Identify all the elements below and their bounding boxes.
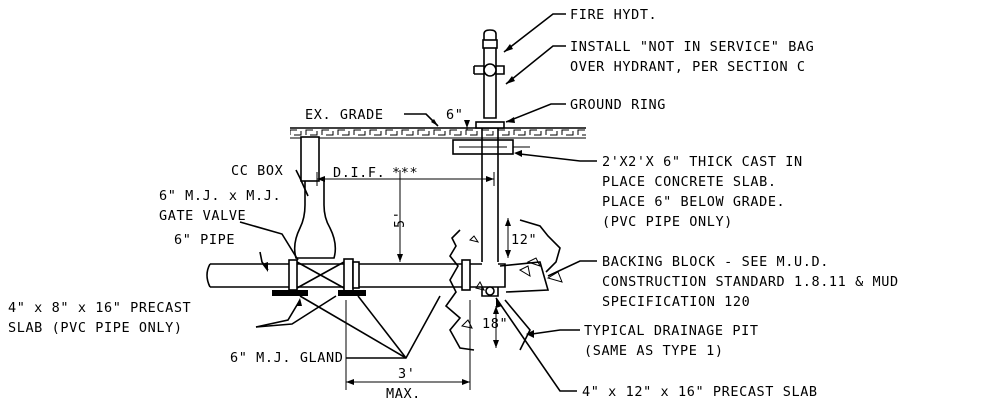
label-eighteen-in: 18" [482,316,508,332]
label-five-ft: 5' [392,211,408,228]
label-fire-hydrant: FIRE HYDT. [570,7,657,23]
precast-slab-left [272,290,366,296]
label-max: MAX. [386,386,421,402]
label-gland: 6" M.J. GLAND [230,350,343,366]
leader-lines [239,13,597,392]
dimension-lines [316,120,511,390]
label-three-ft: 3' [398,366,415,382]
label-twelve-in: 12" [511,232,537,248]
label-precast-line1: 4" x 8" x 16" PRECAST [8,300,191,316]
label-cc-box: CC BOX [231,163,283,179]
backing-block [499,261,550,293]
label-slab-line2: PLACE CONCRETE SLAB. [602,174,777,190]
label-gate-line2: GATE VALVE [159,208,246,224]
text-labels: FIRE HYDT. INSTALL "NOT IN SERVICE" BAG … [8,7,899,402]
main-pipe [206,263,470,288]
fire-hydrant [473,29,505,119]
label-backing-line2: CONSTRUCTION STANDARD 1.8.11 & MUD [602,274,899,290]
gate-valve [288,258,360,292]
label-bottom-slab: 4" x 12" x 16" PRECAST SLAB [582,384,818,400]
label-drainage-line1: TYPICAL DRAINAGE PIT [584,323,759,339]
mj-gland [461,259,471,291]
label-slab-line1: 2'X2'X 6" THICK CAST IN [602,154,803,170]
label-backing-line3: SPECIFICATION 120 [602,294,750,310]
label-ex-grade: EX. GRADE [305,107,384,123]
label-bag-line2: OVER HYDRANT, PER SECTION C [570,59,806,75]
cc-box [293,136,337,259]
label-slab-line4: (PVC PIPE ONLY) [602,214,733,230]
label-dif: D.I.F. [333,165,385,181]
hydrant-riser [470,122,506,297]
label-ground-ring: GROUND RING [570,97,666,113]
label-dif-stars: *** [392,165,418,181]
label-six-inch-top: 6" [446,107,463,123]
label-gate-line1: 6" M.J. x M.J. [159,188,281,204]
label-bag-line1: INSTALL "NOT IN SERVICE" BAG [570,39,814,55]
label-drainage-line2: (SAME AS TYPE 1) [584,343,724,359]
label-pipe: 6" PIPE [174,232,235,248]
ground-ring [475,121,505,129]
label-slab-line3: PLACE 6" BELOW GRADE. [602,194,785,210]
label-precast-line2: SLAB (PVC PIPE ONLY) [8,320,183,336]
label-backing-line1: BACKING BLOCK - SEE M.U.D. [602,254,829,270]
existing-grade [290,127,586,139]
